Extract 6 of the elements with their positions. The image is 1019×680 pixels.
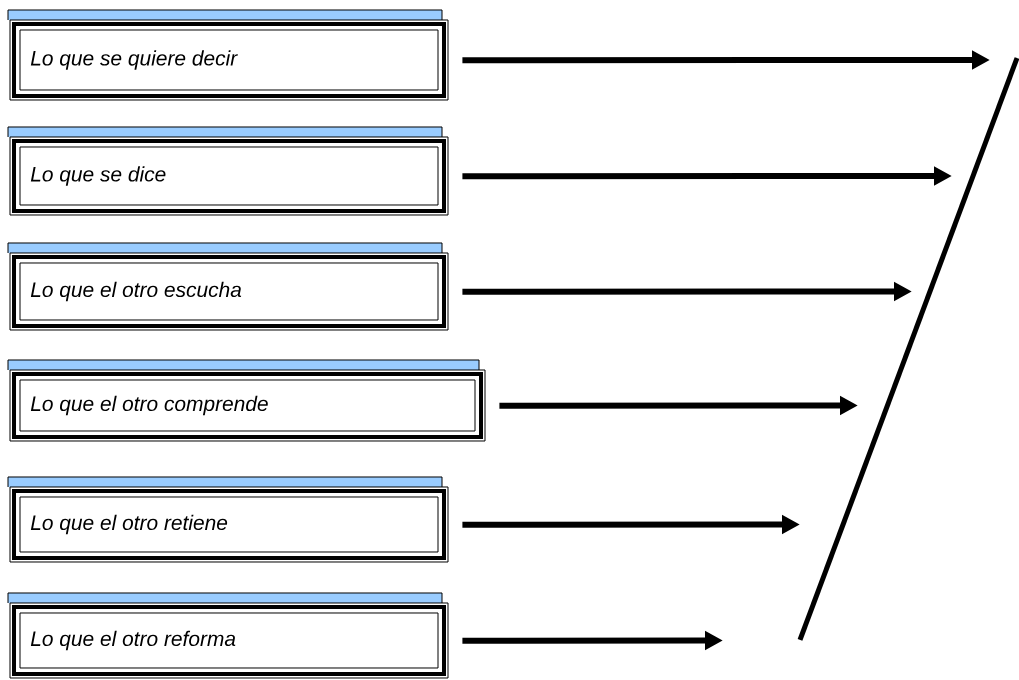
text-box: Lo que el otro escucha xyxy=(7,242,449,331)
text-box: Lo que el otro comprende xyxy=(7,359,486,442)
text-box: Lo que el otro reforma xyxy=(7,592,449,679)
text-box: Lo que se dice xyxy=(7,126,449,216)
text-box: Lo que el otro retiene xyxy=(7,476,449,563)
text-box: Lo que se quiere decir xyxy=(7,9,449,101)
